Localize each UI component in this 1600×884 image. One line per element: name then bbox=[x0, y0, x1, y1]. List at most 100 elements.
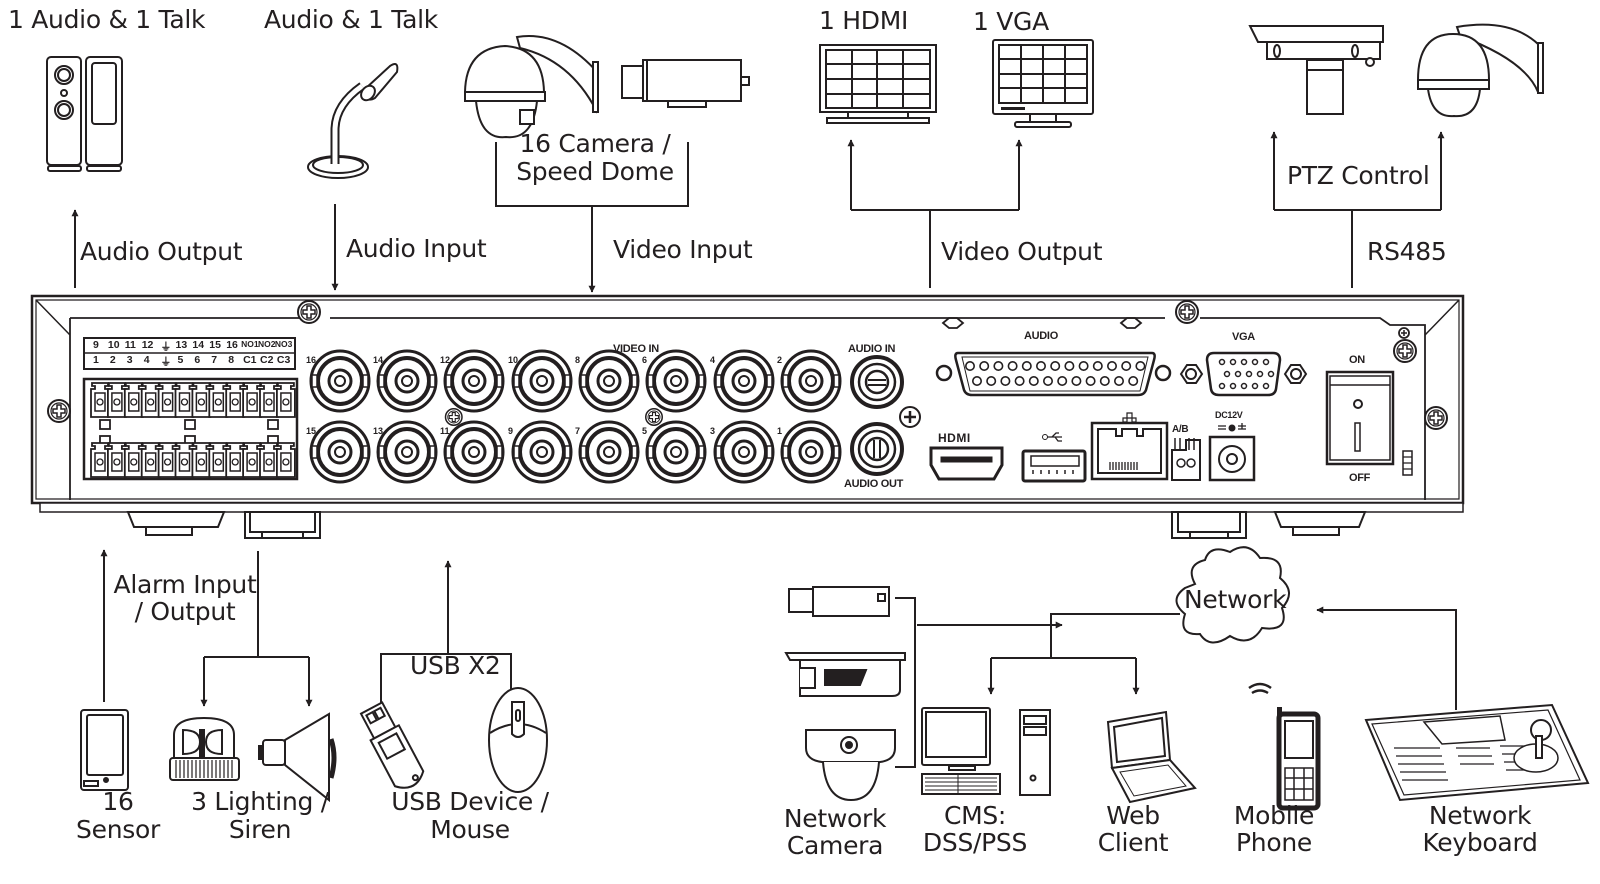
panel-screw-small bbox=[645, 408, 663, 426]
alarm-terminal[interactable] bbox=[242, 382, 263, 418]
bnc-channel-number: 1 bbox=[777, 426, 783, 436]
terminal-label: 1 bbox=[93, 354, 99, 366]
bnc-channel-number: 15 bbox=[306, 426, 317, 436]
db25-pin bbox=[1021, 360, 1032, 371]
mouse-icon bbox=[488, 687, 548, 793]
power-switch bbox=[1325, 370, 1395, 466]
hdmi-monitor-icon bbox=[819, 44, 937, 124]
bnc-channel-number: 13 bbox=[373, 426, 384, 436]
network-keyboard-label-line2: Keyboard bbox=[1422, 828, 1538, 857]
panel-screw bbox=[1424, 406, 1448, 430]
alarm-terminal[interactable] bbox=[123, 382, 144, 418]
ptz-speed-dome-icon bbox=[1416, 23, 1544, 118]
alarm-terminal[interactable] bbox=[208, 382, 229, 418]
mobile-phone-label-line2: Phone bbox=[1236, 828, 1312, 857]
alarm-terminal[interactable] bbox=[259, 382, 279, 418]
mobile-phone-icon bbox=[1248, 682, 1321, 811]
terminal-label: NO1 bbox=[241, 339, 259, 349]
speaker-device-label: 1 Audio & 1 Talk bbox=[8, 5, 206, 34]
vga-pin bbox=[1223, 370, 1231, 378]
db25-pin bbox=[1114, 375, 1125, 386]
network-box-camera-icon bbox=[788, 586, 890, 617]
alarm-terminal[interactable] bbox=[90, 382, 110, 418]
terminal-label: 2 bbox=[109, 354, 116, 366]
rs485-terminal bbox=[1171, 438, 1201, 481]
audio-in-jack bbox=[850, 355, 904, 409]
web-client-label-line2: Client bbox=[1097, 828, 1169, 857]
alarm-terminal[interactable] bbox=[275, 442, 296, 478]
terminal-label: ⏚ bbox=[160, 356, 172, 368]
siren-label-line2: Siren bbox=[228, 815, 292, 844]
network-cloud-icon bbox=[1175, 546, 1290, 644]
terminal-label: 11 bbox=[124, 339, 136, 351]
hdmi-port-label: HDMI bbox=[938, 431, 971, 445]
terminal-label: 13 bbox=[175, 339, 188, 351]
vga-pin bbox=[1256, 370, 1264, 378]
db25-pin bbox=[1135, 360, 1146, 371]
sensor-label-line1: 16 bbox=[102, 787, 134, 816]
bnc-channel-number: 3 bbox=[710, 426, 716, 436]
alarm-terminal[interactable] bbox=[191, 382, 212, 418]
vga-monitor-icon bbox=[992, 39, 1094, 128]
terminal-label: 16 bbox=[226, 339, 238, 351]
panel-screw bbox=[1175, 300, 1199, 324]
speakers-icon bbox=[46, 56, 123, 172]
alarm-terminal[interactable] bbox=[157, 382, 178, 418]
alarm-terminal[interactable] bbox=[275, 382, 296, 418]
alarm-link-label-line1: Alarm Input bbox=[113, 570, 257, 599]
alarm-terminal[interactable] bbox=[174, 442, 195, 478]
alarm-terminal[interactable] bbox=[123, 442, 144, 478]
network-camera-label-line1: Network bbox=[783, 804, 887, 833]
bnc-channel-number: 14 bbox=[373, 355, 384, 365]
strobe-light-icon bbox=[169, 716, 240, 781]
terminal-label: 5 bbox=[177, 354, 184, 366]
usb-device-label-line1: USB Device / bbox=[391, 787, 549, 816]
alarm-terminal[interactable] bbox=[107, 382, 127, 418]
vga-pin bbox=[1218, 382, 1226, 390]
alarm-terminal[interactable] bbox=[242, 442, 263, 478]
terminal-label: 10 bbox=[107, 339, 120, 351]
terminal-label: C2 bbox=[260, 354, 274, 366]
audio-in-label: AUDIO IN bbox=[848, 343, 896, 355]
alarm-terminal[interactable] bbox=[140, 382, 161, 418]
video-output-label: Video Output bbox=[941, 237, 1103, 266]
audio-input-label: Audio Input bbox=[346, 234, 487, 263]
sensor-icon bbox=[80, 709, 129, 791]
db25-pins bbox=[964, 360, 1146, 386]
alarm-terminal[interactable] bbox=[208, 442, 229, 478]
db25-pin bbox=[1078, 360, 1089, 371]
rs485-port-label: A/B bbox=[1172, 424, 1189, 435]
alarm-terminal[interactable] bbox=[90, 442, 110, 478]
terminal-label: 15 bbox=[209, 339, 221, 351]
alarm-terminal[interactable] bbox=[157, 442, 178, 478]
alarm-terminal[interactable] bbox=[225, 442, 246, 478]
db25-pin bbox=[964, 360, 975, 371]
camera-label-line2: Speed Dome bbox=[516, 157, 674, 186]
usb-bracket bbox=[380, 653, 512, 705]
hdmi-port bbox=[929, 446, 1004, 481]
ptz-control-label: PTZ Control bbox=[1287, 161, 1430, 190]
alarm-terminal[interactable] bbox=[140, 442, 161, 478]
siren-icon bbox=[258, 712, 337, 803]
bnc-channel-number: 9 bbox=[508, 426, 514, 436]
ethernet-port bbox=[1090, 412, 1169, 481]
terminal-label: C3 bbox=[276, 354, 291, 366]
terminal-row-top bbox=[90, 382, 296, 418]
alarm-terminal[interactable] bbox=[259, 442, 279, 478]
vga-pin bbox=[1262, 382, 1270, 390]
db25-pin bbox=[1107, 360, 1118, 371]
db25-pin bbox=[1007, 360, 1018, 371]
sensor-label-line2: Sensor bbox=[76, 815, 160, 844]
alarm-terminal[interactable] bbox=[174, 382, 195, 418]
bnc-channel-number: 10 bbox=[508, 355, 519, 365]
audio-out-label: AUDIO OUT bbox=[844, 478, 904, 490]
vga-pin bbox=[1229, 358, 1237, 366]
alarm-terminal[interactable] bbox=[191, 442, 212, 478]
dvr-rear-panel bbox=[30, 294, 1465, 539]
alarm-terminal[interactable] bbox=[107, 442, 127, 478]
network-dome-camera-icon bbox=[805, 729, 896, 802]
alarm-terminal[interactable] bbox=[225, 382, 246, 418]
cms-label-line2: DSS/PSS bbox=[922, 828, 1028, 857]
audio-out-jack bbox=[850, 422, 904, 476]
video-in-label: VIDEO IN bbox=[613, 343, 659, 355]
